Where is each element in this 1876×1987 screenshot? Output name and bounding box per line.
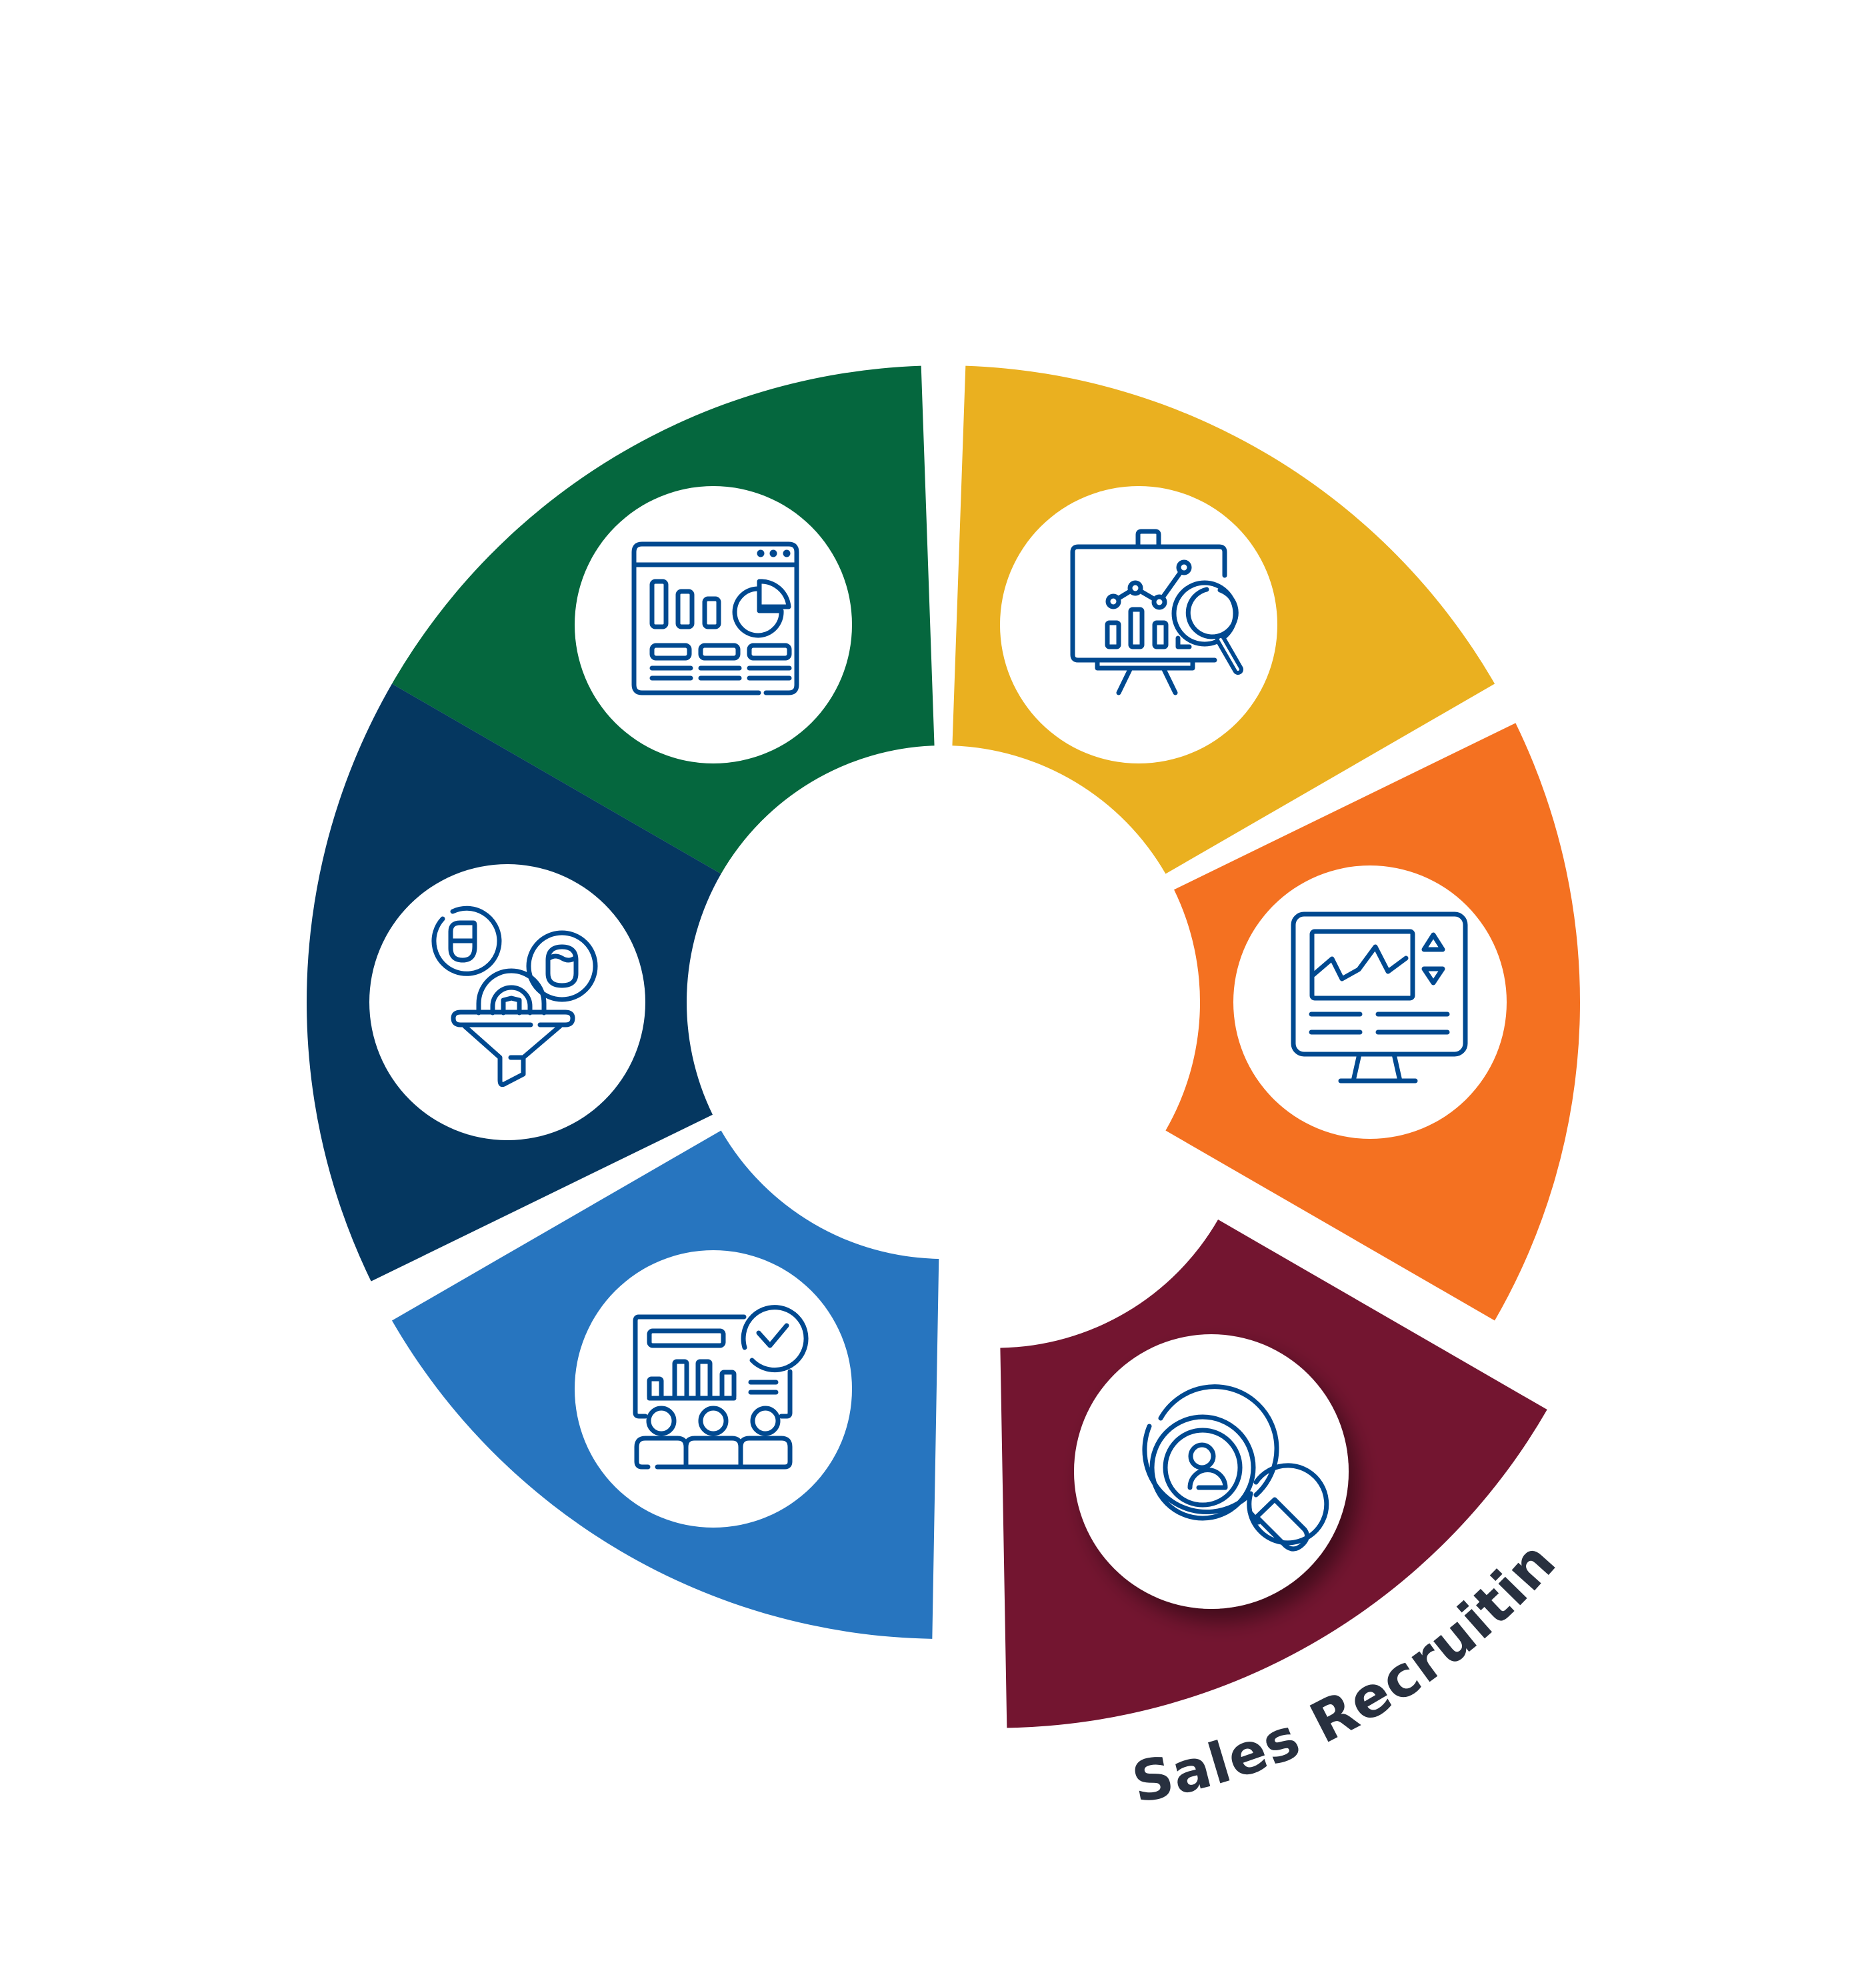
dashboard-window-icon (631, 541, 799, 695)
sales-recruiting-disc[interactable] (1074, 1334, 1349, 1609)
presentation-analysis-disc[interactable] (1000, 486, 1277, 763)
candidate-funnel-disc[interactable] (369, 864, 645, 1140)
monitor-chart-icon (1291, 911, 1468, 1084)
recruiting-search-icon (1142, 1384, 1329, 1552)
monitor-analytics-disc[interactable] (1233, 865, 1507, 1139)
candidate-funnel-icon (431, 905, 598, 1088)
dashboard-disc[interactable] (575, 486, 852, 763)
presentation-analysis-icon (1070, 529, 1243, 695)
team-meeting-disc[interactable] (575, 1250, 852, 1528)
team-meeting-icon (633, 1305, 809, 1470)
